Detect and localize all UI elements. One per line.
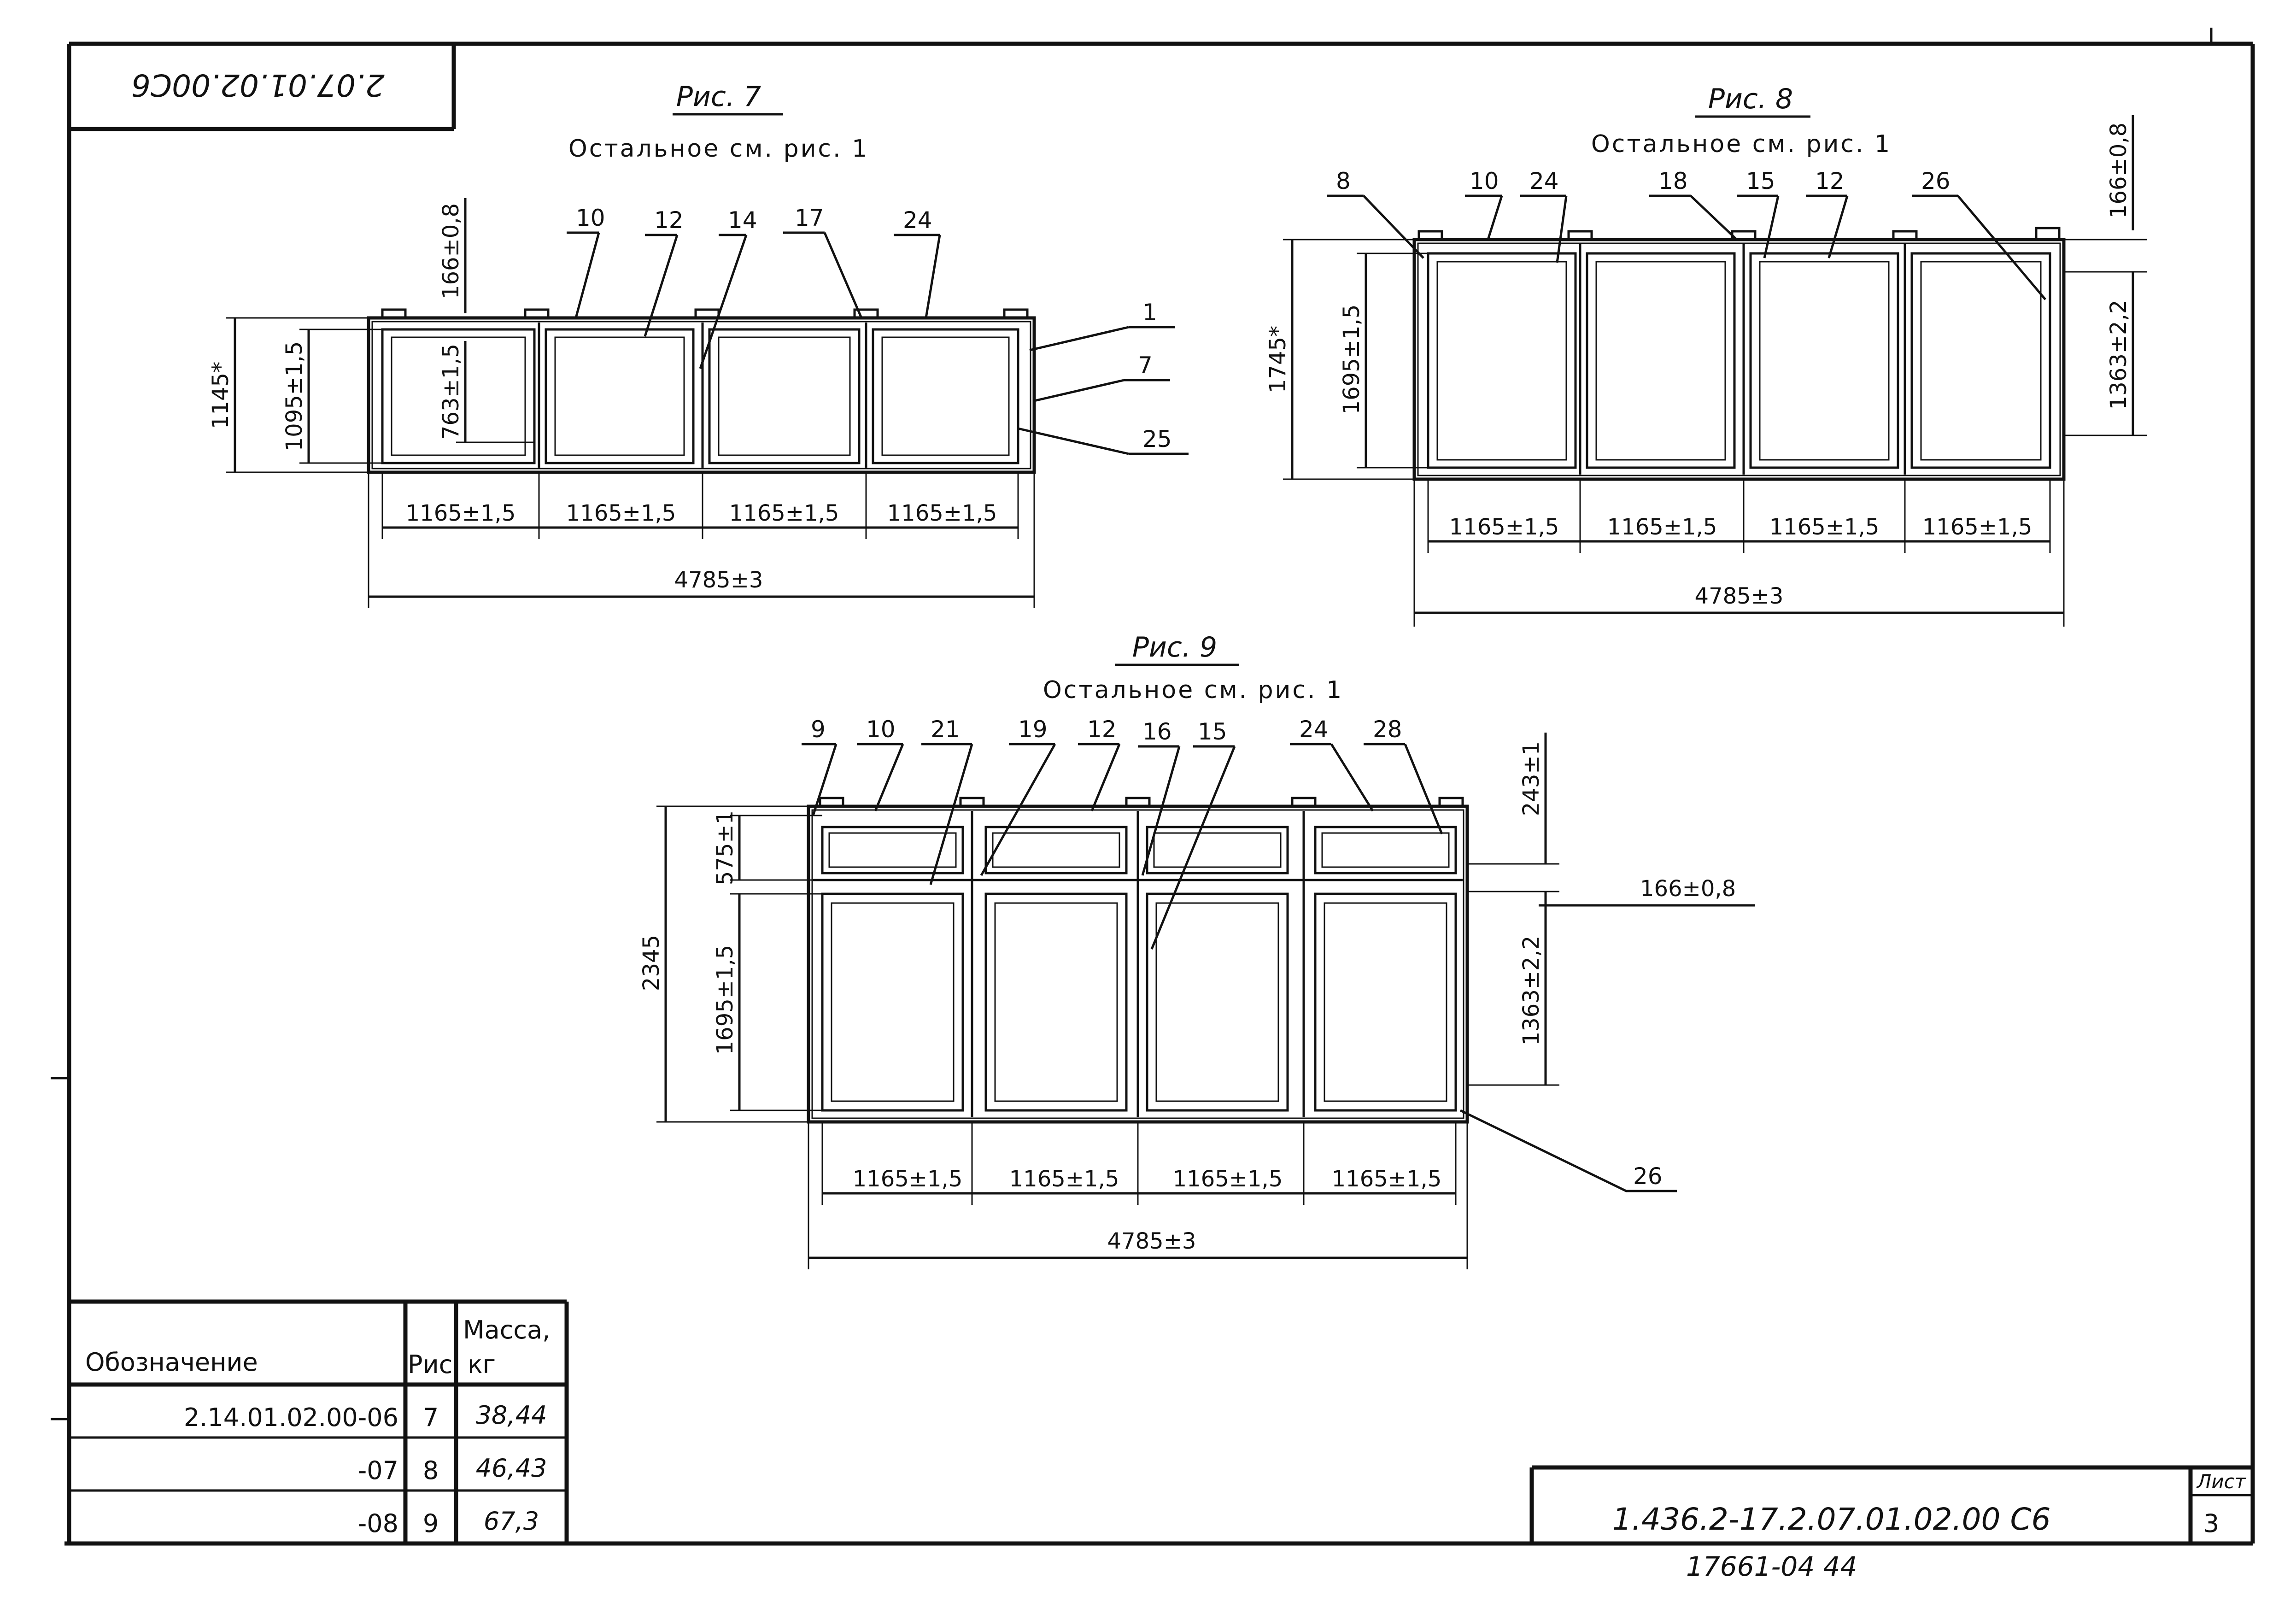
- table-row-3-designation: -08: [358, 1509, 398, 1538]
- fig9-dim-right: 1363±2,2: [1518, 936, 1544, 1046]
- fig9-width-2: 1165±1,5: [1009, 1166, 1119, 1192]
- fig7-dim-total-height: 1145*: [208, 362, 234, 429]
- fig9: Рис. 9 Остальное см. рис. 1: [638, 631, 1755, 1269]
- fig9-dim-total-height: 2345: [638, 935, 664, 991]
- fig8-dim-total-height: 1745*: [1265, 326, 1291, 393]
- fig7-title: Рис. 7: [676, 81, 761, 113]
- fig7-dim-inner-height: 1095±1,5: [281, 341, 307, 452]
- fig9-callout-12: 12: [1087, 716, 1117, 743]
- fig9-width-1: 1165±1,5: [853, 1166, 963, 1192]
- fig9-callout-9: 9: [811, 716, 826, 743]
- fig7-callout-17: 17: [795, 205, 824, 231]
- fig9-callout-28: 28: [1373, 716, 1402, 743]
- fig8-callout-8: 8: [1336, 168, 1351, 194]
- sheet-number: 3: [2203, 1509, 2219, 1538]
- fig8-dim-inner-height: 1695±1,5: [1339, 305, 1365, 415]
- fig8-frame: [1412, 227, 2066, 481]
- fig8-callout-26: 26: [1921, 168, 1950, 194]
- fig8-title: Рис. 8: [1708, 83, 1793, 115]
- title-block-code: 1.436.2-17.2.07.01.02.00 С6: [1612, 1502, 2051, 1537]
- fig9-width-4: 1165±1,5: [1332, 1166, 1442, 1192]
- table-row-1-fig: 7: [423, 1403, 439, 1432]
- top-stamp: 2.07.01.02.00C6: [69, 44, 456, 131]
- table-row-2-fig: 8: [423, 1456, 439, 1485]
- table-row-3-mass: 67,3: [484, 1507, 539, 1536]
- fig9-callout-26: 26: [1633, 1163, 1663, 1190]
- table-row-3-fig: 9: [423, 1509, 439, 1538]
- title-block: [1529, 1465, 2253, 1543]
- fig8-width-4: 1165±1,5: [1922, 514, 2032, 540]
- table-row-2-mass: 46,43: [476, 1454, 547, 1483]
- fig9-callout-16: 16: [1142, 718, 1172, 745]
- fig8-width-1: 1165±1,5: [1449, 514, 1559, 540]
- fig7-width-2: 1165±1,5: [566, 500, 676, 526]
- fig7-width-1: 1165±1,5: [406, 500, 516, 526]
- fig8-total-width: 4785±3: [1695, 583, 1784, 609]
- fig8-width-3: 1165±1,5: [1769, 514, 1880, 540]
- fig8-width-2: 1165±1,5: [1607, 514, 1717, 540]
- mass-table: [69, 1299, 569, 1543]
- fig9-dim-top-right: 243±1: [1518, 741, 1544, 816]
- fig8-callout-24: 24: [1529, 168, 1559, 194]
- fig7-callout-7: 7: [1138, 352, 1153, 379]
- fig9-dim-transom: 575±1: [712, 810, 738, 885]
- fig9-leaders: [802, 743, 1677, 1192]
- fig8-callout-10: 10: [1470, 168, 1499, 194]
- table-header-mass: Масса,: [463, 1315, 550, 1344]
- fig9-title: Рис. 9: [1132, 631, 1217, 663]
- fig7-total-width: 4785±3: [674, 567, 763, 593]
- fig7-callout-24: 24: [903, 207, 932, 234]
- fig8: Рис. 8 Остальное см. рис. 1 8 10 24 1: [1265, 83, 2147, 627]
- fig7-callout-12: 12: [654, 207, 684, 234]
- fig9-subtitle: Остальное см. рис. 1: [1043, 676, 1343, 704]
- fig7-callout-1: 1: [1142, 299, 1157, 326]
- fig7-leaders: [567, 231, 1189, 455]
- fig8-leaders: [1327, 194, 2046, 300]
- fig8-dim-top: 166±0,8: [2106, 123, 2132, 218]
- table-row-1-designation: 2.14.01.02.00-06: [184, 1403, 398, 1432]
- fig9-dim-mid-right: 166±0,8: [1640, 876, 1736, 902]
- fig7-callout-25: 25: [1142, 426, 1172, 452]
- fig7-width-4: 1165±1,5: [887, 500, 997, 526]
- table-row-1-mass: 38,44: [476, 1401, 547, 1430]
- fig7-width-3: 1165±1,5: [729, 500, 839, 526]
- fig9-callout-15: 15: [1198, 718, 1227, 745]
- fig7-callout-14: 14: [728, 207, 757, 234]
- sheet-frame: [51, 28, 2255, 1546]
- fig8-dim-right: 1363±2,2: [2106, 300, 2132, 410]
- table-row-2-designation: -07: [358, 1456, 398, 1485]
- top-stamp-text: 2.07.01.02.00C6: [131, 67, 385, 103]
- fig9-hdims: [808, 1122, 1468, 1269]
- fig8-hdims: [1413, 479, 2065, 627]
- table-header-fig: Рис.: [408, 1350, 461, 1379]
- fig7-vdims: [226, 198, 534, 473]
- fig7-dim-top: 166±0,8: [438, 203, 464, 299]
- fig7: Рис. 7 Остальное см. рис. 1 10 12: [208, 81, 1189, 608]
- fig9-dim-inner-height: 1695±1,5: [712, 945, 738, 1055]
- fig7-callout-10: 10: [576, 205, 605, 231]
- fig7-dim-mid: 763±1,5: [438, 344, 464, 440]
- fig8-callout-12: 12: [1815, 168, 1845, 194]
- fig9-total-width: 4785±3: [1107, 1228, 1196, 1254]
- fig9-callout-19: 19: [1018, 716, 1048, 743]
- fig7-subtitle: Остальное см. рис. 1: [568, 135, 869, 163]
- fig9-vdims: [656, 733, 1755, 1123]
- fig9-callout-10: 10: [866, 716, 896, 743]
- fig8-callout-15: 15: [1746, 168, 1775, 194]
- fig9-width-3: 1165±1,5: [1173, 1166, 1283, 1192]
- fig9-callout-21: 21: [931, 716, 960, 743]
- inventory-number: 17661-04 44: [1686, 1551, 1857, 1582]
- fig9-callout-24: 24: [1299, 716, 1329, 743]
- fig8-subtitle: Остальное см. рис. 1: [1591, 130, 1892, 158]
- sheet-label: Лист: [2196, 1470, 2247, 1493]
- fig8-callout-18: 18: [1658, 168, 1688, 194]
- fig8-vdims: [1283, 115, 2147, 480]
- table-header-mass-unit: кг: [468, 1350, 496, 1379]
- fig9-frame: [807, 797, 1469, 1124]
- fig7-frame: [367, 308, 1036, 474]
- table-header-designation: Обозначение: [85, 1348, 258, 1377]
- fig7-hdims: [368, 472, 1035, 608]
